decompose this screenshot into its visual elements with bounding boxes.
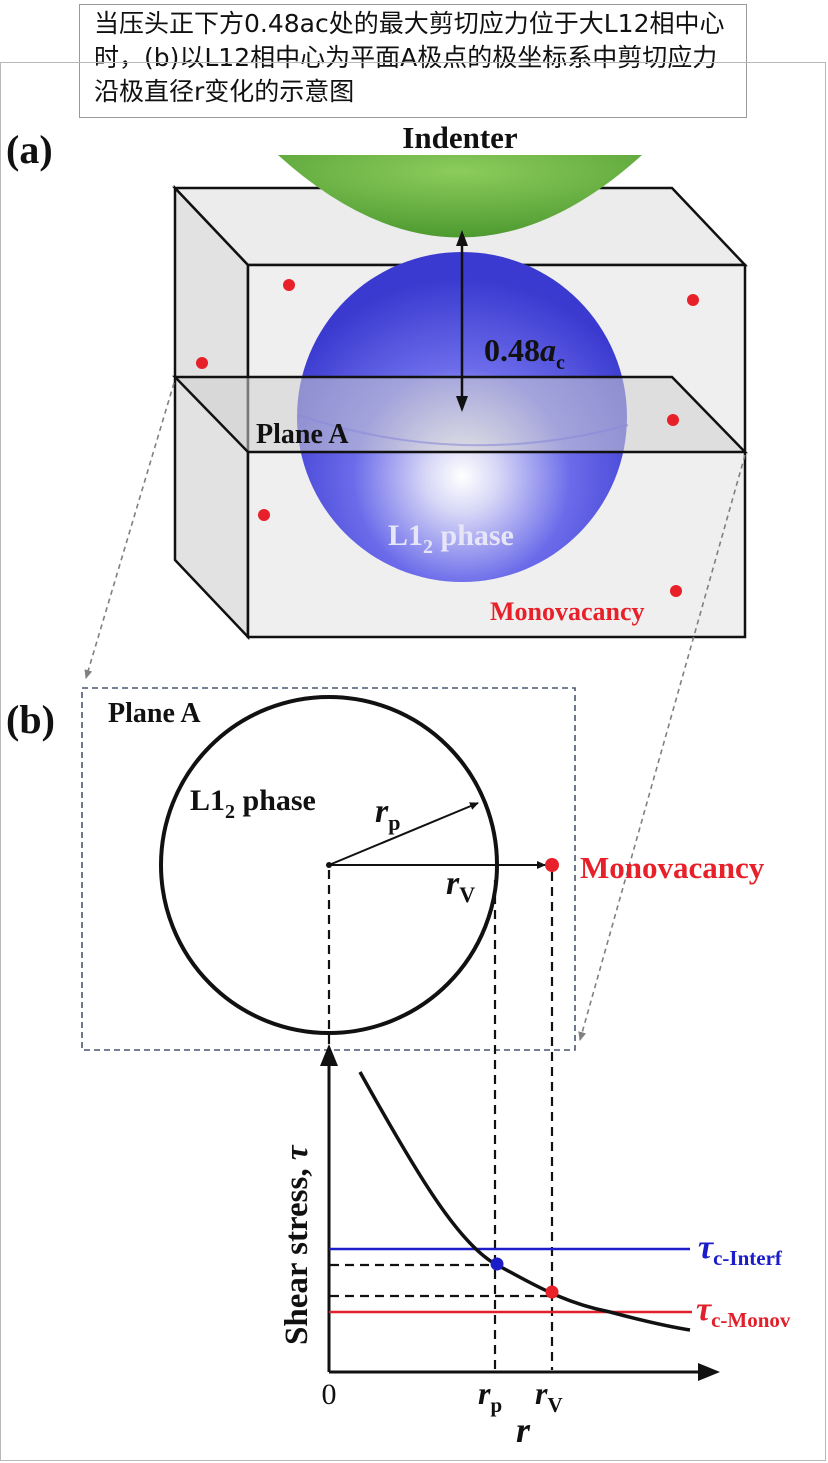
x-axis-label: r	[516, 1410, 531, 1450]
vacancy-dot-2d	[545, 858, 559, 872]
rv-label: rV	[446, 865, 475, 907]
caption-text: 当压头正下方0.48ac处的最大剪切应力位于大L12相中心时，(b)以L12相中…	[94, 9, 725, 106]
origin-label: 0	[322, 1378, 337, 1411]
monovacancy-label-2d: Monovacancy	[580, 850, 765, 885]
rp-label: rp	[375, 793, 400, 835]
phase-label-3d: L12 phase	[388, 519, 514, 558]
tick-rp: rp	[478, 1375, 502, 1417]
rp-arrow	[328, 802, 479, 866]
plane-a-label-2d: Plane A	[108, 698, 201, 729]
tick-rv: rV	[535, 1375, 563, 1417]
y-axis-label: Shear stress, τ	[279, 1144, 315, 1345]
caption-box: 当压头正下方0.48ac处的最大剪切应力位于大L12相中心时，(b)以L12相中…	[79, 4, 747, 118]
center-point	[326, 862, 332, 868]
phase-label-2d: L12 phase	[190, 784, 316, 823]
monov-point	[545, 1285, 559, 1299]
vacancy-dots-3d	[196, 279, 699, 597]
panel-a-label: (a)	[6, 127, 53, 172]
indenter-shape	[278, 155, 642, 238]
indenter-label: Indenter	[402, 120, 518, 155]
plane-a-slice	[172, 375, 748, 454]
monovacancy-label-3d: Monovacancy	[490, 597, 645, 626]
projection-arrow-right	[578, 454, 746, 1041]
projection-arrow-left	[84, 382, 175, 679]
interf-point	[490, 1257, 504, 1271]
tau-monov-label: τc-Monov	[696, 1291, 791, 1332]
guide-lines	[327, 870, 554, 1370]
distance-label: 0.48ac	[484, 332, 565, 374]
panel-b-label: (b)	[6, 697, 55, 742]
tau-interf-label: τc-Interf	[698, 1229, 783, 1270]
plane-a-label-3d: Plane A	[256, 419, 349, 450]
shear-stress-curve	[358, 1071, 691, 1332]
